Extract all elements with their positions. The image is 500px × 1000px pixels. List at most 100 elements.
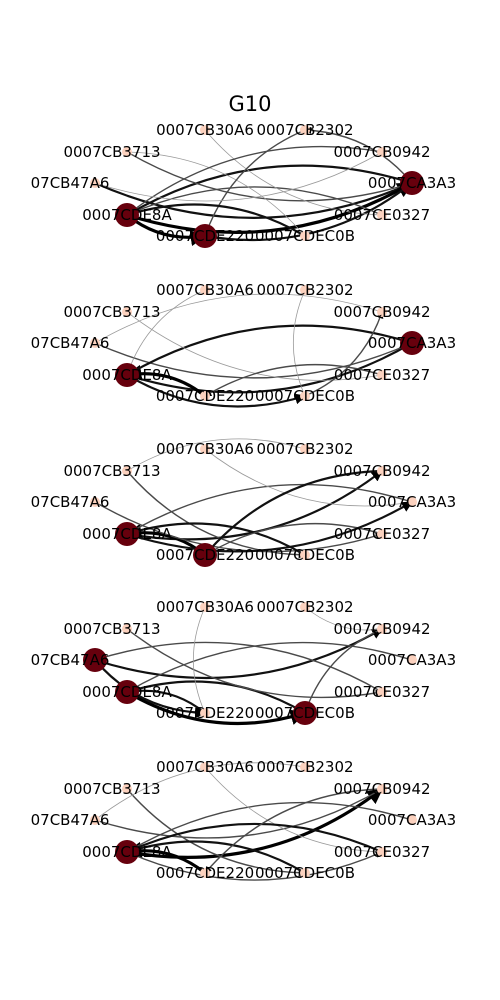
- graph-edge: [126, 311, 383, 381]
- node-label: 0007CDE220: [156, 704, 254, 722]
- graph-node: [300, 444, 310, 454]
- node-label: 0007CDE8A: [82, 366, 172, 384]
- node-layer: [83, 602, 417, 725]
- graph-edge: [204, 448, 413, 507]
- graph-node: [407, 497, 417, 507]
- node-label: 0007CB30A6: [156, 440, 254, 458]
- graph-node: [407, 655, 417, 665]
- node-label: 0007CB2302: [256, 758, 353, 776]
- node-label: 0007CDEC0B: [255, 227, 355, 245]
- node-label: 0007CDE220: [156, 227, 254, 245]
- graph-node: [90, 338, 100, 348]
- node-label: 0007CB0942: [333, 780, 430, 798]
- graph-node: [377, 466, 387, 476]
- node-label: 0007CDE8A: [82, 683, 172, 701]
- graph-node-hub: [115, 680, 139, 704]
- node-label: 0007CB30A6: [156, 281, 254, 299]
- graph-node: [122, 784, 132, 794]
- node-label: 0007CB3713: [63, 303, 160, 321]
- node-label: 0007CB2302: [256, 281, 353, 299]
- graph-node: [377, 687, 387, 697]
- graph-edge: [193, 606, 206, 714]
- graph-node: [200, 444, 210, 454]
- graph-node-hub: [400, 331, 424, 355]
- node-label: 0007CDEC0B: [255, 864, 355, 882]
- node-label: 0007CDE8A: [82, 525, 172, 543]
- node-label: 0007CDE8A: [82, 843, 172, 861]
- graph-node: [90, 497, 100, 507]
- graph-edge: [94, 762, 306, 821]
- node-label: 0007CE0327: [334, 683, 430, 701]
- node-label: 0007CE0327: [334, 206, 430, 224]
- graph-node: [377, 624, 387, 634]
- graph-node-hub: [193, 224, 217, 248]
- figure-title: G10: [228, 92, 272, 116]
- node-layer: [90, 444, 417, 567]
- node-label: 0007CE0327: [334, 525, 430, 543]
- node-label: 0007CA3A3: [368, 334, 456, 352]
- graph-edge: [126, 438, 306, 472]
- graph-edge: [94, 151, 383, 202]
- graph-node-hub: [115, 522, 139, 546]
- node-label: 0007CB0942: [333, 620, 430, 638]
- graph-edge: [94, 641, 383, 693]
- node-label: 0007CDE220: [156, 864, 254, 882]
- graph-node-hub: [83, 648, 107, 672]
- graph-node: [90, 815, 100, 825]
- node-label: 0007CB30A6: [156, 598, 254, 616]
- graph-edge: [94, 788, 383, 839]
- graph-edge: [203, 129, 306, 237]
- node-label: 0007CB3713: [63, 620, 160, 638]
- node-layer: [90, 762, 417, 878]
- graph-node-hub: [115, 363, 139, 387]
- graph-edge: [94, 659, 207, 719]
- graph-edge: [126, 181, 414, 234]
- node-label: 0007CB2302: [256, 440, 353, 458]
- graph-edge: [204, 788, 383, 874]
- graph-edge: [126, 470, 306, 559]
- graph-node-hub: [193, 543, 217, 567]
- graph-node: [200, 285, 210, 295]
- graph-node: [300, 391, 310, 401]
- graph-edge: [126, 641, 413, 693]
- node-label: 0007CB3713: [63, 462, 160, 480]
- graph-node: [377, 307, 387, 317]
- node-label: 07CB47A6: [31, 174, 110, 192]
- graph-edge: [126, 186, 383, 216]
- node-label: 0007CDE220: [156, 387, 254, 405]
- graph-edge: [304, 606, 383, 632]
- graph-edge: [204, 766, 383, 854]
- node-label: 0007CB0942: [333, 462, 430, 480]
- graph-edge: [126, 150, 306, 237]
- node-label: 0007CA3A3: [368, 174, 456, 192]
- graph-node: [200, 602, 210, 612]
- graph-edge: [126, 289, 206, 376]
- graph-edge: [125, 522, 306, 556]
- graph-edge: [94, 342, 413, 379]
- node-layer: [90, 285, 424, 401]
- graph-node: [377, 147, 387, 157]
- node-label: 0007CA3A3: [368, 651, 456, 669]
- graph-node-hub: [293, 701, 317, 725]
- node-label: 0007CB2302: [256, 598, 353, 616]
- graph-edge: [204, 469, 383, 556]
- graph-edge: [126, 483, 413, 535]
- node-label: 07CB47A6: [31, 493, 110, 511]
- graph-edge: [125, 822, 383, 854]
- graph-node: [300, 602, 310, 612]
- graph-edge: [293, 289, 306, 397]
- graph-edge: [126, 801, 413, 853]
- graph-edge: [126, 342, 413, 394]
- graph-node: [300, 762, 310, 772]
- graph-edge: [126, 145, 383, 216]
- graph-edge: [204, 363, 383, 397]
- node-label: 0007CB30A6: [156, 121, 254, 139]
- graph-node: [377, 529, 387, 539]
- graph-node-hub: [115, 840, 139, 864]
